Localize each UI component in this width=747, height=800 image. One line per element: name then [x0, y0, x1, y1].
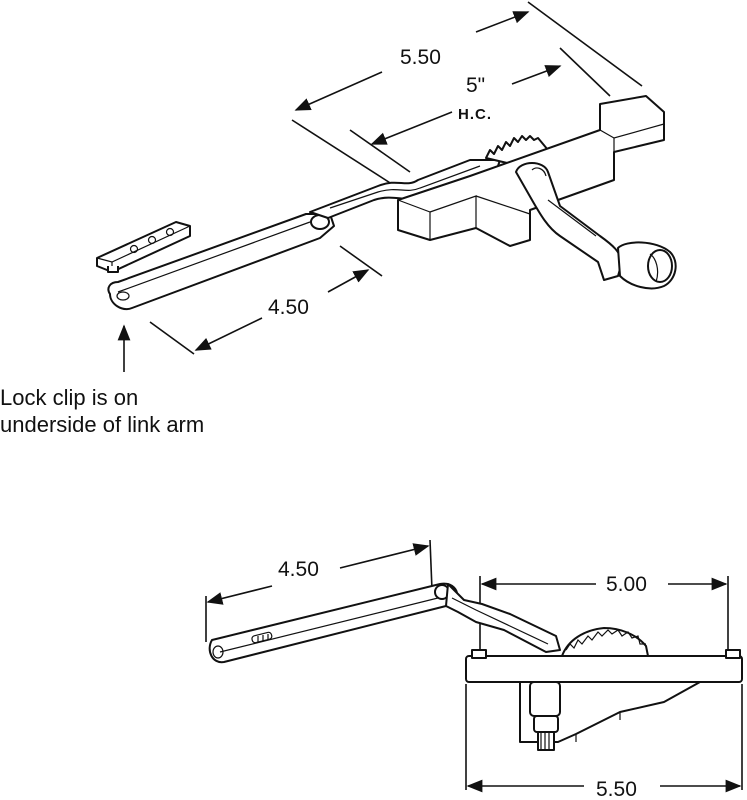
dim-bottom-arm: 4.50	[278, 558, 319, 581]
ext-line-left-550	[291, 119, 399, 189]
dim-arrow-bottom-arm-right	[339, 543, 430, 569]
dim-bottom-overall: 5.50	[596, 778, 637, 800]
dim-bottom-hole-centers: 5.00	[606, 573, 647, 596]
dim-arrow-bottom-arm-left	[206, 585, 273, 605]
bottom-base-plate	[465, 649, 743, 743]
ext-line-right-550	[527, 1, 643, 87]
dim-arrow-450-right	[327, 269, 370, 293]
top-link-arm	[107, 213, 335, 310]
dim-arrow-550-right	[475, 11, 530, 33]
ext-line-left-450	[149, 321, 195, 355]
ext-line-left-5hc	[349, 129, 411, 173]
lock-clip-note: Lock clip is on underside of link arm	[0, 384, 204, 438]
top-crank-handle	[515, 162, 677, 290]
ext-line-right-450	[339, 245, 383, 277]
lock-clip-note-line2: underside of link arm	[0, 412, 205, 437]
dim-arrow-450-left	[194, 317, 263, 351]
dim-top-arm: 4.50	[268, 296, 309, 319]
dim-arrow-5hc-right	[511, 65, 562, 85]
lock-clip-plate	[96, 221, 191, 273]
ext-line-right-5hc	[559, 47, 611, 97]
dim-arrow-5hc-left	[370, 111, 453, 145]
bottom-main-arm	[445, 583, 561, 653]
bottom-gear	[561, 627, 649, 657]
dim-top-overall: 5.50	[400, 46, 441, 69]
dim-arrow-550-left	[294, 71, 383, 111]
lock-clip-note-line1: Lock clip is on	[0, 385, 139, 410]
bottom-link-arm	[208, 582, 458, 664]
dim-top-hc-note: H.C.	[458, 106, 492, 123]
dim-top-hole-centers: 5"	[466, 74, 485, 97]
ext-line-bottom-arm-right	[429, 539, 433, 591]
bottom-spline-shaft	[529, 681, 561, 751]
